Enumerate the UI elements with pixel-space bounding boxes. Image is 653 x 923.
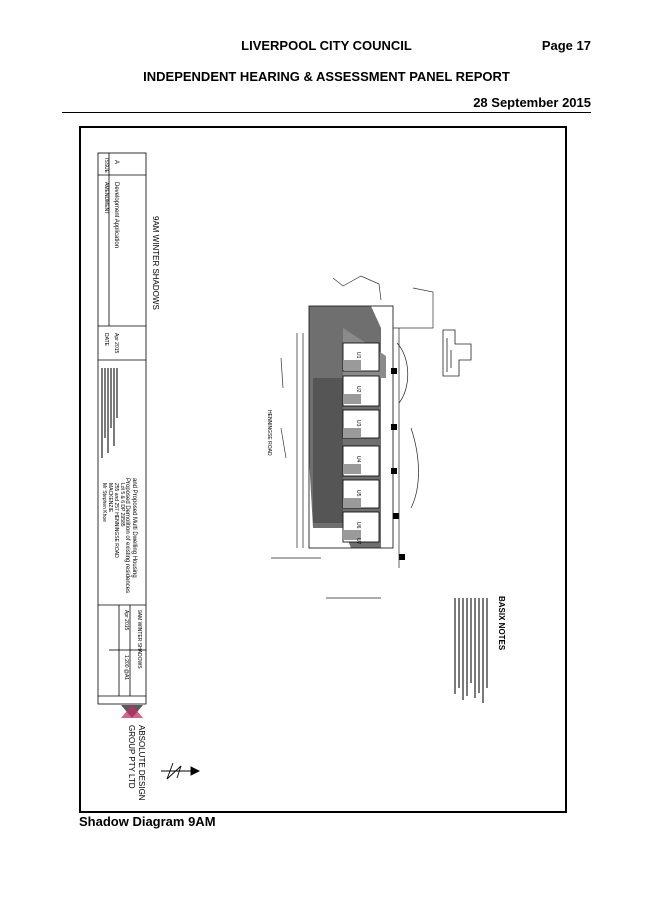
company-line-2: GROUP PTY LTD (127, 725, 136, 789)
site-line-3: MACKENZIE (107, 483, 113, 513)
unit-label-2: U2 (355, 386, 361, 393)
drawing-frame: ISSUE A AMENDMENT Development Applicatio… (79, 126, 567, 813)
amendment-value: Development Application (113, 182, 119, 248)
bin-markers (391, 368, 405, 560)
site-line-1: Lot 5 & 6 DP 29585 (119, 483, 125, 527)
unit-labels: U1 U2 U3 U4 U5 U6 U7 (355, 352, 361, 545)
report-title: INDEPENDENT HEARING & ASSESSMENT PANEL R… (143, 69, 510, 84)
company-line-1: ABSOLUTE DESIGN (137, 725, 146, 801)
project-line-1: Proposed Demolition of existing residenc… (124, 478, 130, 593)
driveway-lines (271, 328, 419, 599)
unit-label-7: U7 (355, 538, 361, 545)
header-rule (62, 112, 591, 113)
figure-caption: Shadow Diagram 9AM (79, 814, 216, 829)
date-value: Apr 2015 (113, 333, 119, 354)
basix-notes-title: BASIX NOTES (497, 596, 506, 651)
site-line-2: 255 and 257 HENNINGSE ROAD (113, 483, 119, 558)
page-number: Page 17 (541, 38, 591, 53)
detail-sketch (442, 329, 472, 377)
date-header: DATE (103, 333, 109, 347)
sheet-date: Apr 2015 (123, 610, 129, 631)
issue-value: A (113, 160, 119, 164)
amendment-header: AMENDMENT (103, 182, 109, 214)
client-name: Mr Stephen Khoe (101, 483, 107, 522)
site-boundary-sketch (280, 275, 434, 459)
unit-label-3: U3 (355, 420, 361, 427)
unit-courtyards (343, 360, 361, 540)
report-date: 28 September 2015 (473, 95, 591, 110)
drawing-title: 9AM WINTER SHADOWS (151, 216, 160, 310)
company-logo (121, 705, 143, 718)
sheet-scale: 1:200 @A1 (123, 655, 129, 680)
north-arrow-icon (161, 762, 201, 780)
unit-label-1: U1 (355, 352, 361, 359)
unit-label-5: U5 (355, 490, 361, 497)
title-block-fine-print (101, 368, 118, 458)
unit-label-6: U6 (355, 522, 361, 529)
site-plan-drawing: ISSUE A AMENDMENT Development Applicatio… (97, 152, 506, 801)
title-block (97, 152, 147, 705)
project-line-2: and Proposed Multi Dwelling Housing (131, 478, 137, 578)
road-label: HENNINGSE ROAD (266, 410, 272, 456)
council-name: LIVERPOOL CITY COUNCIL (241, 38, 412, 53)
basix-notes-lines (454, 598, 488, 703)
unit-label-4: U4 (355, 456, 361, 463)
sheet-title: 9AM WINTER SHADOWS (136, 610, 142, 669)
issue-header: ISSUE (103, 158, 109, 174)
